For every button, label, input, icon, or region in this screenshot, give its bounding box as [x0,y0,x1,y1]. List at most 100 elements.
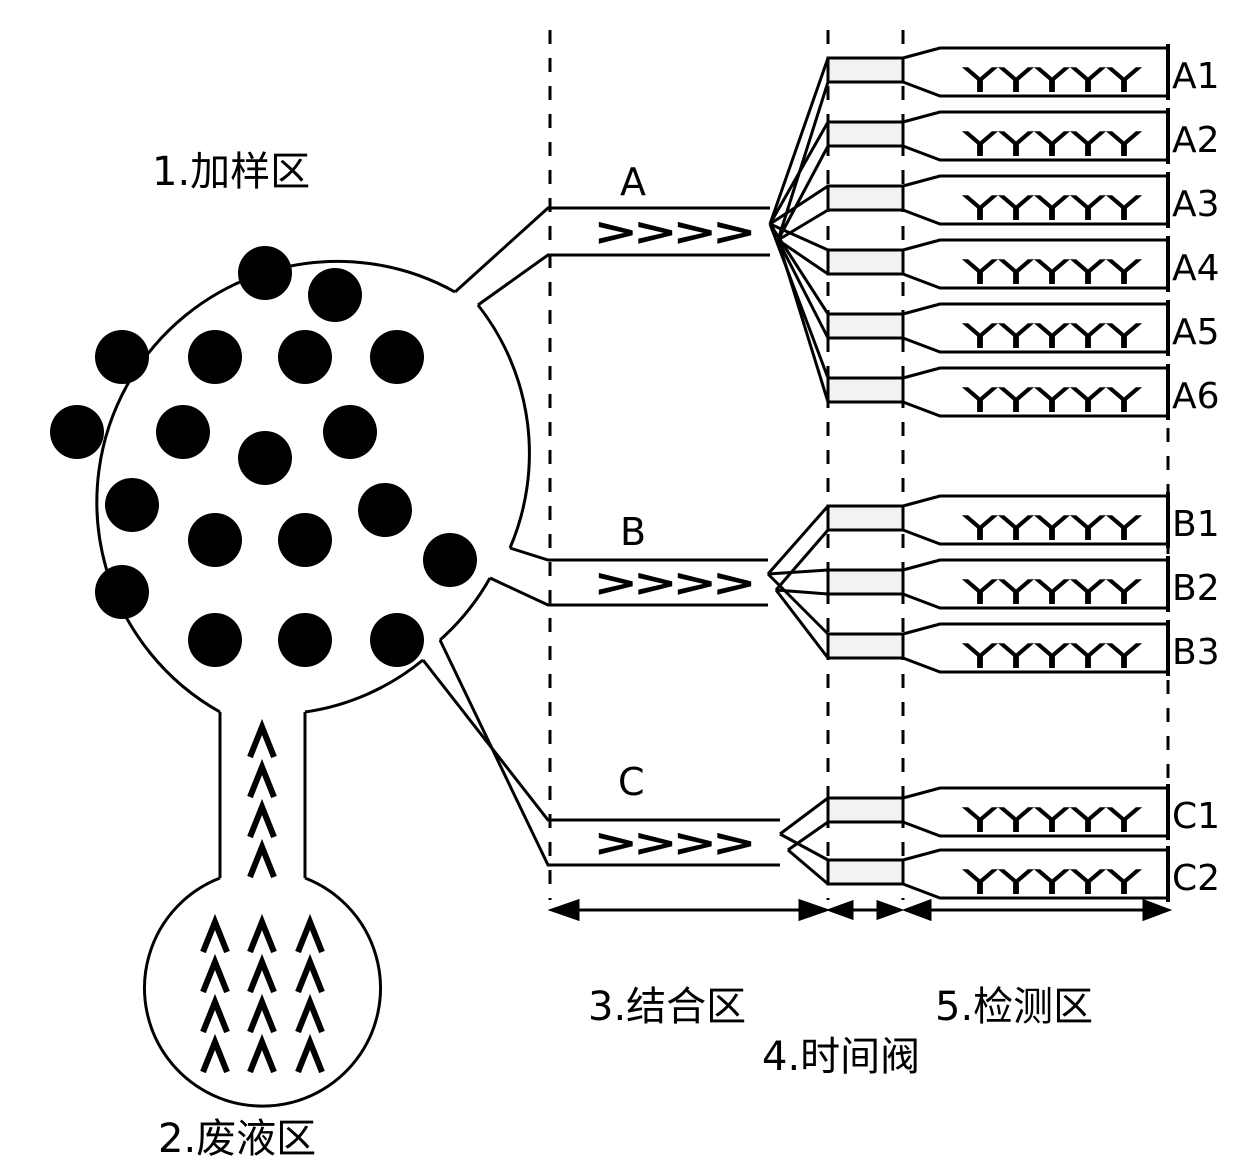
time-valve-segment [828,314,903,338]
sample-particle [278,330,332,384]
outlet-channel: YYYYY A5 [828,300,1220,357]
waste-flow-mark [250,1002,274,1032]
outlet-channel: YYYYYA1 [828,44,1220,101]
outlet-label: C2 [1172,858,1220,899]
capture-antibodies: YYYYY [960,863,1142,903]
waste-flow-mark [250,962,274,992]
capture-antibodies: YYYYY [960,573,1142,613]
time-valve-segment [828,250,903,274]
branch-b-label: B [620,510,646,554]
sample-particle [423,533,477,587]
splitter-lines [768,58,828,884]
capture-antibodies: YYYYY [960,801,1142,841]
detect-zone-label: 5.检测区 [935,984,1093,1030]
sample-particle [370,613,424,667]
time-valve-segment [828,58,903,82]
outlet-label: A5 [1172,312,1220,353]
capture-antibodies: YYYYY [960,381,1142,421]
outlet-label: C1 [1172,796,1220,837]
sample-particle [188,613,242,667]
capture-antibodies: YYYYY [960,189,1142,229]
waste-flow-mark [203,922,227,952]
time-valve-label: 4.时间阀 [762,1034,920,1080]
sample-particle [278,613,332,667]
outlet-label: A4 [1172,248,1220,289]
zone-span-arrows [552,901,1168,919]
splitter-line [768,574,828,634]
outlet-label: A6 [1172,376,1220,417]
branch-a-bottom-wall [478,255,770,305]
binding-zone-label: 3.结合区 [588,984,746,1030]
outlet-channel: YYYYY A6 [828,364,1220,421]
branch-c-label: C [618,760,645,804]
waste-flow-mark [250,727,274,757]
outlet-channel: YYYYY C1 [828,784,1220,841]
waste-flow-mark [298,962,322,992]
branch-a-chevrons: >>>> [596,207,754,256]
branch-channels [423,208,780,865]
time-valve-segment [828,378,903,402]
time-valve-segment [828,570,903,594]
sample-particle [278,513,332,567]
waste-flow-mark [250,807,274,837]
sample-particle [323,405,377,459]
sample-particle [358,483,412,537]
sample-particle [308,268,362,322]
capture-antibodies: YYYYY [960,637,1142,677]
sample-zone-label: 1.加样区 [152,149,310,195]
splitter-line [788,822,828,850]
waste-flow-mark [203,962,227,992]
outlet-channel: YYYYY A3 [828,172,1220,229]
branch-b-chevrons: >>>> [596,558,754,607]
time-valve-segment [828,122,903,146]
splitter-line [770,186,828,224]
sample-particle [238,431,292,485]
waste-flow-mark [298,922,322,952]
sample-particle [188,330,242,384]
time-valve-segment [828,634,903,658]
branch-a-label: A [620,160,646,204]
capture-antibodies: YYYYY [960,317,1142,357]
capture-antibodies: YYYYY [960,125,1142,165]
outlet-channel: YYYYY C2 [828,846,1220,903]
sample-particle [238,246,292,300]
outlet-label: B1 [1172,504,1220,545]
outlet-channel: YYYYY A2 [828,108,1220,165]
sample-particle [105,478,159,532]
capture-antibodies: YYYYY [960,253,1142,293]
time-valve-segment [828,860,903,884]
outlet-channel: YYYYY B3 [828,620,1220,677]
outlet-label: B3 [1172,632,1220,673]
sample-particle [156,405,210,459]
waste-flow-mark [298,1042,322,1072]
waste-zone-label: 2.废液区 [158,1116,316,1162]
time-valve-segment [828,186,903,210]
waste-flow-mark [203,1002,227,1032]
branch-c-top-wall [423,660,780,820]
outlet-channel: YYYYY B2 [828,556,1220,613]
waste-flow-mark [203,1042,227,1072]
outlet-label: A1 [1172,56,1220,97]
outlet-label: B2 [1172,568,1220,609]
sample-particle [95,565,149,619]
time-valve-segment [828,506,903,530]
sample-particle [188,513,242,567]
splitter-line [768,570,828,574]
sample-particle [50,405,104,459]
outlet-channel: YYYYY A4 [828,236,1220,293]
sample-particle [370,330,424,384]
capture-antibodies: YYYYY [960,509,1142,549]
waste-flow-mark [250,1042,274,1072]
waste-flow-mark [250,922,274,952]
waste-flow-mark [250,847,274,877]
sample-particles [50,246,477,667]
outlet-label: A3 [1172,184,1220,225]
splitter-line [776,530,828,590]
branch-c-chevrons: >>>> [596,818,754,867]
outlet-label: A2 [1172,120,1220,161]
waste-flow-mark [298,1002,322,1032]
time-valve-segment [828,798,903,822]
waste-zone-outline [145,878,381,1106]
sample-particle [95,330,149,384]
splitter-line [776,590,828,658]
